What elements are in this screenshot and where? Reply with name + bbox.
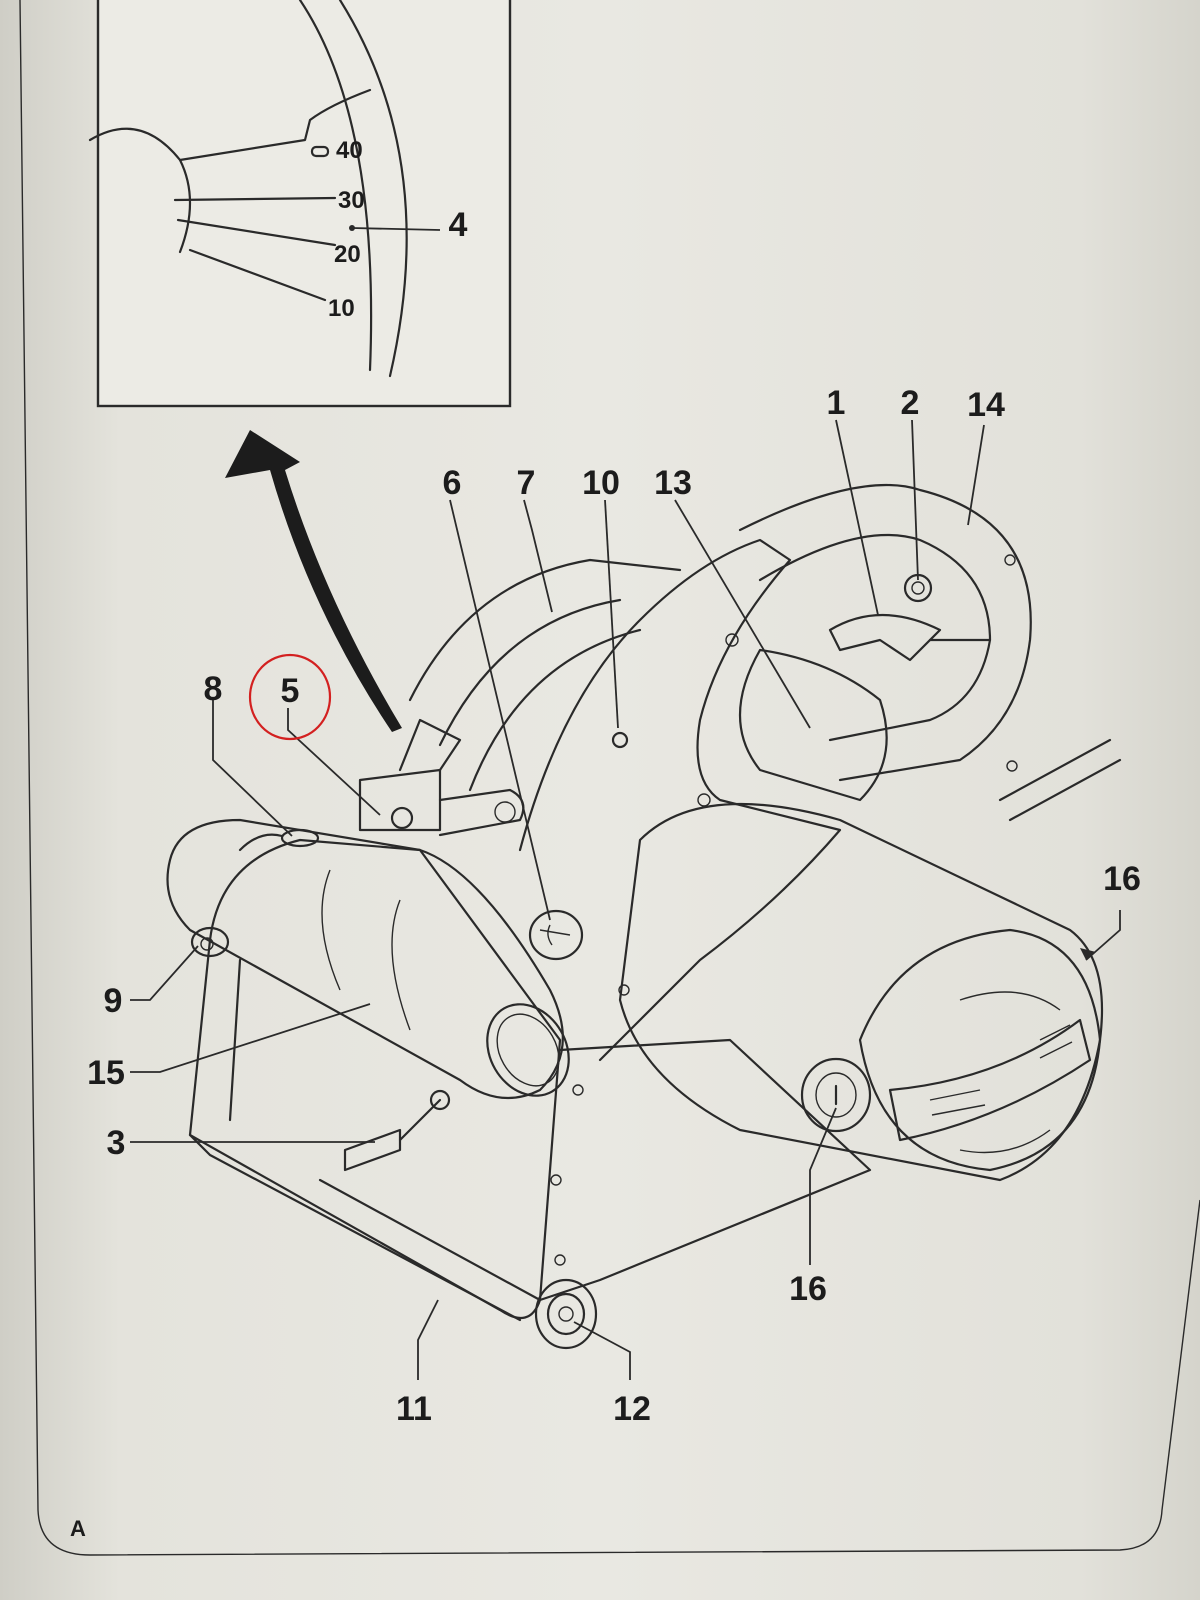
callout-11: 11 xyxy=(396,1390,432,1428)
callout-3: 3 xyxy=(107,1124,126,1162)
figure-letter: A xyxy=(70,1516,86,1541)
inset-scale-detail: 40 30 20 10 xyxy=(88,0,512,408)
zoom-arrow-icon xyxy=(225,430,402,732)
scale-mark-40: 40 xyxy=(336,137,363,164)
callout-13: 13 xyxy=(654,464,692,502)
callout-7: 7 xyxy=(517,464,536,502)
callout-9: 9 xyxy=(104,982,123,1020)
callout-leaders xyxy=(130,419,1121,1380)
callout-16-bottom: 16 xyxy=(789,1270,827,1308)
scale-mark-10: 10 xyxy=(328,295,355,322)
wall-chaser-drawing xyxy=(166,484,1122,1350)
callout-8: 8 xyxy=(204,670,223,708)
callout-6: 6 xyxy=(443,464,462,502)
callout-5: 5 xyxy=(281,672,300,710)
callout-numbers: 4 1 2 14 6 7 10 13 8 5 16 9 15 3 16 11 1… xyxy=(70,206,1141,1541)
callout-16-top: 16 xyxy=(1103,860,1141,898)
callout-4: 4 xyxy=(449,206,468,244)
callout-10: 10 xyxy=(582,464,620,502)
scale-mark-20: 20 xyxy=(334,241,361,268)
callout-14: 14 xyxy=(967,386,1005,424)
highlight-circle xyxy=(248,653,332,741)
page-frame xyxy=(19,0,1200,1556)
scale-mark-30: 30 xyxy=(338,187,365,214)
callout-15: 15 xyxy=(87,1054,125,1092)
callout-12: 12 xyxy=(613,1390,651,1428)
callout-2: 2 xyxy=(901,384,920,422)
callout-1: 1 xyxy=(827,384,846,422)
